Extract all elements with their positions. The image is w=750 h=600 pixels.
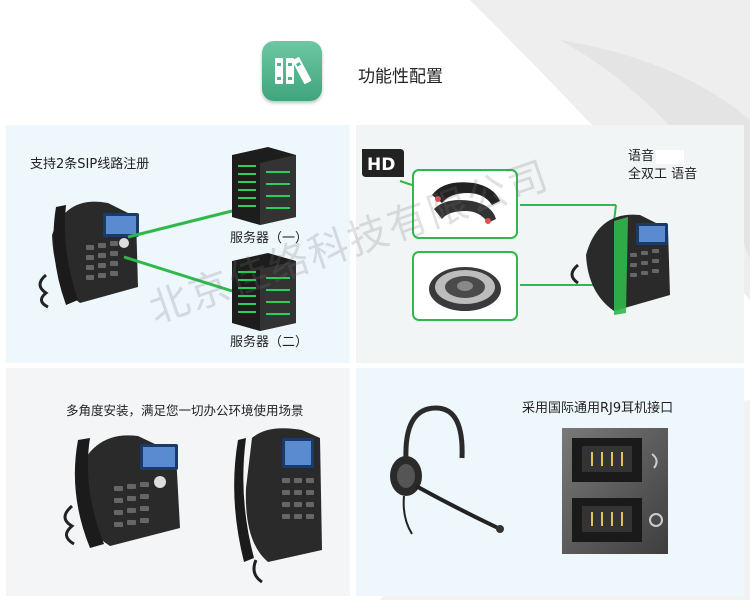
rj9-port-icon xyxy=(562,428,668,554)
rj9-illustration xyxy=(390,405,668,554)
desk-phone-angled-icon xyxy=(63,435,180,548)
svg-text:HD: HD xyxy=(367,155,395,175)
page-title: 功能性配置 xyxy=(358,67,443,87)
hd-links xyxy=(399,180,670,315)
sip-lines-panel: 支持2条SIP线路注册 xyxy=(6,125,350,363)
headset-icon xyxy=(390,405,504,535)
voice-text: 语音 全双工 语音 xyxy=(628,148,697,184)
server-1-icon xyxy=(232,147,296,225)
install-caption: 多角度安装，满足您一切办公环境使用场景 xyxy=(66,403,304,418)
desk-phone-right-icon xyxy=(570,214,670,315)
sip-illustration xyxy=(38,147,296,331)
install-illustration xyxy=(63,428,322,584)
sip-caption: 支持2条SIP线路注册 xyxy=(30,157,150,172)
voice-line-1: 语音 xyxy=(628,149,655,164)
speaker-box xyxy=(412,251,518,321)
desk-phone-icon xyxy=(38,201,139,309)
handset-exploded-icon xyxy=(432,182,500,224)
install-panel: 多角度安装，满足您一切办公环境使用场景 xyxy=(6,368,350,596)
server-1-label: 服务器（一） xyxy=(230,231,309,246)
rj9-caption: 采用国际通用RJ9耳机接口 xyxy=(522,401,674,416)
handset-box xyxy=(412,169,518,239)
server-2-icon xyxy=(232,253,296,331)
hd-badge-icon: HD xyxy=(362,149,404,177)
server-2-label: 服务器（二） xyxy=(230,335,309,350)
voice-line-2: 全双工 语音 xyxy=(628,167,698,182)
rj9-panel: 采用国际通用RJ9耳机接口 xyxy=(356,368,744,596)
binders-icon xyxy=(262,41,322,101)
speaker-icon xyxy=(429,267,501,311)
hd-voice-panel: HD 语音 全双工 语音 xyxy=(356,125,744,363)
redaction-box xyxy=(656,149,685,164)
wall-phone-icon xyxy=(234,428,322,584)
